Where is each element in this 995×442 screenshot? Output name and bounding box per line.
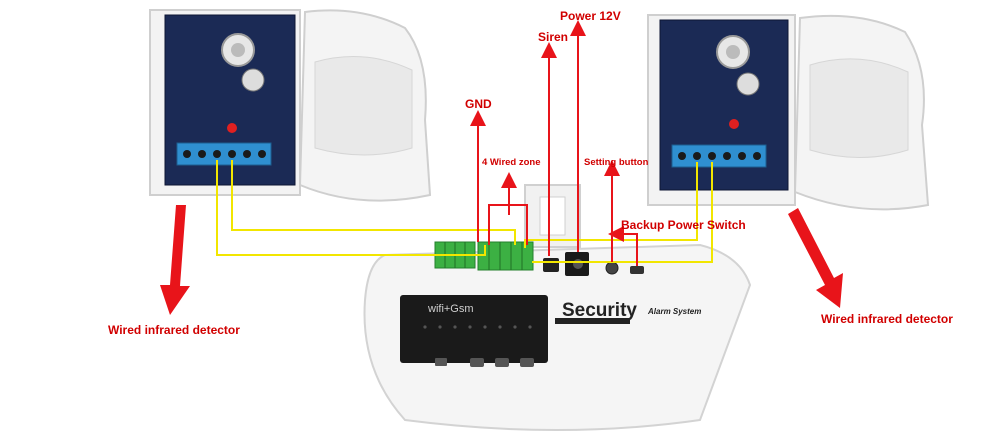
panel-display [400, 295, 548, 363]
wired-zone-label: 4 Wired zone [482, 157, 541, 168]
left-detector-arrow [160, 205, 190, 315]
backup-switch-arrow [608, 226, 638, 266]
detector-arrows [160, 205, 843, 315]
left-detector-label: Wired infrared detector [108, 323, 240, 337]
panel-brand: Security [562, 300, 637, 321]
panel-screen-text: wifi+Gsm [428, 303, 474, 315]
left-qc-sticker [241, 68, 265, 92]
right-detector-arrow [788, 208, 843, 308]
right-led [729, 119, 739, 129]
right-pir-lens [809, 58, 909, 158]
siren-label: Siren [538, 30, 569, 44]
panel-body [363, 243, 752, 431]
panel-status-icons [435, 358, 534, 367]
wired-zone-bracket [488, 172, 528, 245]
panel-subtitle: Alarm System [648, 307, 702, 316]
alarm-panel [363, 184, 752, 431]
left-pir-lens [314, 56, 413, 156]
left-terminal-block [176, 142, 272, 166]
right-qc-sticker [736, 72, 760, 96]
gnd-label: GND [465, 97, 492, 111]
red-arrows [470, 20, 638, 266]
right-detector-label: Wired infrared detector [821, 312, 953, 326]
setting-button [605, 261, 619, 275]
backup-switch-label: Backup Power Switch [621, 218, 746, 232]
left-led [227, 123, 237, 133]
setting-button-label: Setting button [584, 157, 649, 168]
backup-power-switch [630, 266, 644, 274]
right-detector [647, 14, 930, 211]
siren-jack [543, 258, 559, 272]
power-label: Power 12V [560, 9, 621, 23]
right-terminal-block [671, 144, 767, 168]
panel-subtitle-bar [555, 318, 630, 324]
left-detector [149, 9, 432, 202]
